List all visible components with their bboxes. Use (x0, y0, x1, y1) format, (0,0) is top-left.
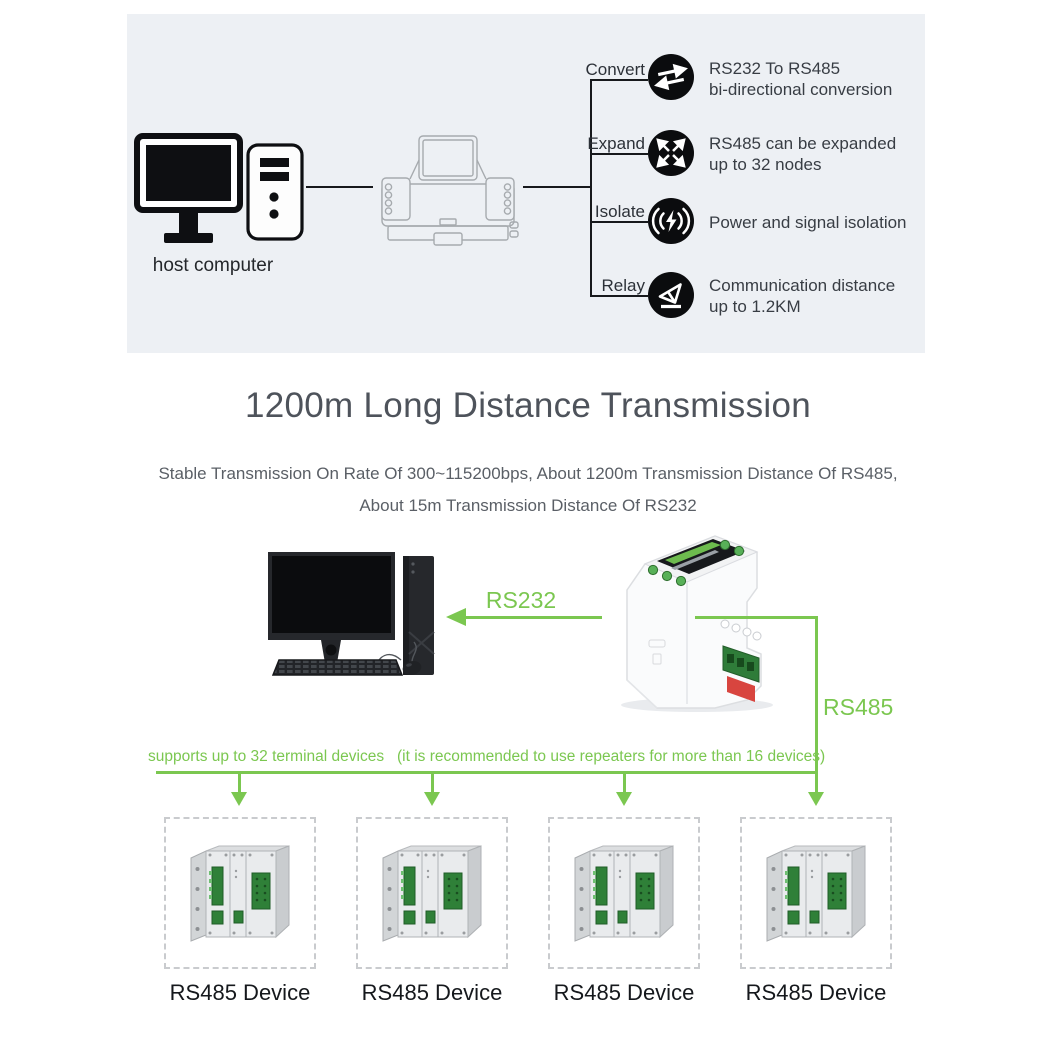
bracket-spine-line (590, 79, 592, 297)
device-label: RS485 Device (169, 980, 311, 1005)
feature-line1: RS232 To RS485 (709, 59, 841, 78)
feature-label-expand: Expand (587, 134, 645, 153)
feature-text: RS485 can be expanded up to 32 nodes (709, 133, 896, 175)
drop-line (814, 772, 818, 794)
host-monitor-icon (133, 132, 245, 249)
rs485-device-image (382, 845, 482, 942)
feature-text: Power and signal isolation (709, 212, 907, 233)
feature-text: RS232 To RS485 bi-directional conversion (709, 58, 892, 100)
terminal-device-box (356, 817, 508, 969)
terminal-device-box (740, 817, 892, 969)
bracket-branch-line (590, 153, 648, 155)
feature-label-relay: Relay (601, 276, 645, 295)
feature-line1: RS485 can be expanded (709, 134, 897, 153)
relay-send-icon (648, 272, 694, 318)
desktop-computer-image (262, 544, 437, 689)
din-module-image (597, 528, 797, 721)
feature-line2: up to 32 nodes (709, 155, 822, 174)
drop-line (237, 772, 241, 794)
drop-line (622, 772, 626, 794)
expand-arrows-icon (648, 130, 694, 176)
signal-isolation-icon (648, 198, 694, 244)
connector-line (306, 186, 373, 188)
feature-line2: up to 1.2KM (709, 297, 801, 316)
feature-label-isolate: Isolate (594, 202, 645, 221)
subtitle-line2: About 15m Transmission Distance Of RS232 (359, 496, 697, 515)
rs485-line-horizontal (695, 616, 817, 619)
feature-text: Communication distance up to 1.2KM (709, 275, 895, 317)
bracket-branch-line (590, 295, 648, 297)
rs485-device-image (766, 845, 866, 942)
bracket-branch-line (590, 221, 648, 223)
feature-line1: Communication distance (709, 276, 896, 295)
section-title: 1200m Long Distance Transmission (245, 386, 811, 425)
supports-note: supports up to 32 terminal devices (it i… (148, 748, 826, 765)
connector-line (523, 186, 591, 188)
convert-arrows-icon (648, 54, 694, 100)
device-label: RS485 Device (553, 980, 695, 1005)
rs485-device-image (574, 845, 674, 942)
rs232-arrow-line (460, 616, 602, 619)
din-module-drawing (372, 134, 524, 251)
feature-line2: bi-directional conversion (709, 80, 893, 99)
host-tower-icon (245, 142, 305, 247)
feature-line1: Power and signal isolation (709, 213, 907, 232)
terminal-device-box (548, 817, 700, 969)
rs232-arrowhead (446, 608, 466, 626)
bracket-branch-line (590, 79, 648, 81)
feature-label-convert: Convert (585, 60, 645, 79)
rs485-device-image (190, 845, 290, 942)
section-subtitle: Stable Transmission On Rate Of 300~11520… (0, 458, 1056, 522)
rs485-bus-line (156, 771, 817, 774)
terminal-device-box (164, 817, 316, 969)
subtitle-line1: Stable Transmission On Rate Of 300~11520… (158, 464, 898, 483)
device-label: RS485 Device (361, 980, 503, 1005)
down-arrowhead (807, 792, 824, 806)
rs485-line-vertical (814, 616, 818, 773)
down-arrowhead (230, 792, 247, 806)
rs232-label: RS232 (485, 587, 557, 613)
rs485-label: RS485 (823, 694, 894, 720)
down-arrowhead (615, 792, 632, 806)
drop-line (430, 772, 434, 794)
host-computer-label: host computer (152, 255, 274, 276)
device-label: RS485 Device (745, 980, 887, 1005)
down-arrowhead (423, 792, 440, 806)
